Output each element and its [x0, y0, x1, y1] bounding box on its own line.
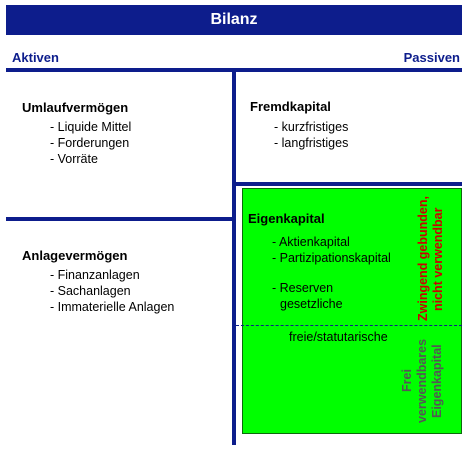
list-item: - Aktienkapital [272, 235, 350, 249]
free-reserves-item: freie/statutarische [289, 330, 388, 344]
center-divider [232, 68, 236, 445]
list-item: - Immaterielle Anlagen [50, 300, 175, 314]
free-label-line2: verwendbares [415, 338, 429, 424]
equity-heading: Eigenkapital [248, 211, 325, 226]
bound-label-line1: Zwingend gebunden, [416, 196, 430, 322]
current-assets-section: Umlaufvermögen - Liquide Mittel - Forder… [22, 100, 131, 167]
list-item: - Sachanlagen [50, 284, 131, 298]
list-item: - langfristiges [274, 136, 349, 150]
list-item: - Liquide Mittel [50, 120, 132, 134]
liabilities-label: Passiven [403, 50, 460, 65]
reserve-divider [236, 325, 462, 326]
title-bar: Bilanz [6, 5, 462, 35]
list-item: - Forderungen [50, 136, 130, 150]
free-label-line3: Eigenkapital [430, 344, 444, 418]
bound-label-line2: nicht verwendbar [431, 207, 445, 311]
equity-section: Eigenkapital - Aktienkapital - Partizipa… [248, 211, 391, 312]
list-item: - Partizipationskapital [272, 251, 391, 265]
list-item: - Vorräte [50, 152, 98, 166]
assets-divider [6, 217, 234, 221]
legal-reserves-item: gesetzliche [280, 297, 343, 311]
current-assets-heading: Umlaufvermögen [22, 100, 129, 115]
liabilities-divider [234, 182, 462, 186]
reserves-item: - Reserven [272, 281, 334, 295]
free-equity-label: Frei verwendbares Eigenkapital [400, 336, 445, 426]
debt-heading: Fremdkapital [250, 99, 331, 114]
assets-label: Aktiven [12, 50, 59, 65]
fixed-assets-section: Anlagevermögen - Finanzanlagen - Sachanl… [22, 248, 174, 315]
bound-equity-label: Zwingend gebunden, nicht verwendbar [416, 192, 446, 326]
fixed-assets-heading: Anlagevermögen [22, 248, 128, 263]
page-title: Bilanz [210, 11, 258, 28]
free-label-line1: Frei [400, 369, 414, 393]
equity-box [242, 188, 462, 434]
list-item: - kurzfristiges [274, 120, 349, 134]
debt-section: Fremdkapital - kurzfristiges - langfrist… [250, 99, 348, 151]
list-item: - Finanzanlagen [50, 268, 140, 282]
